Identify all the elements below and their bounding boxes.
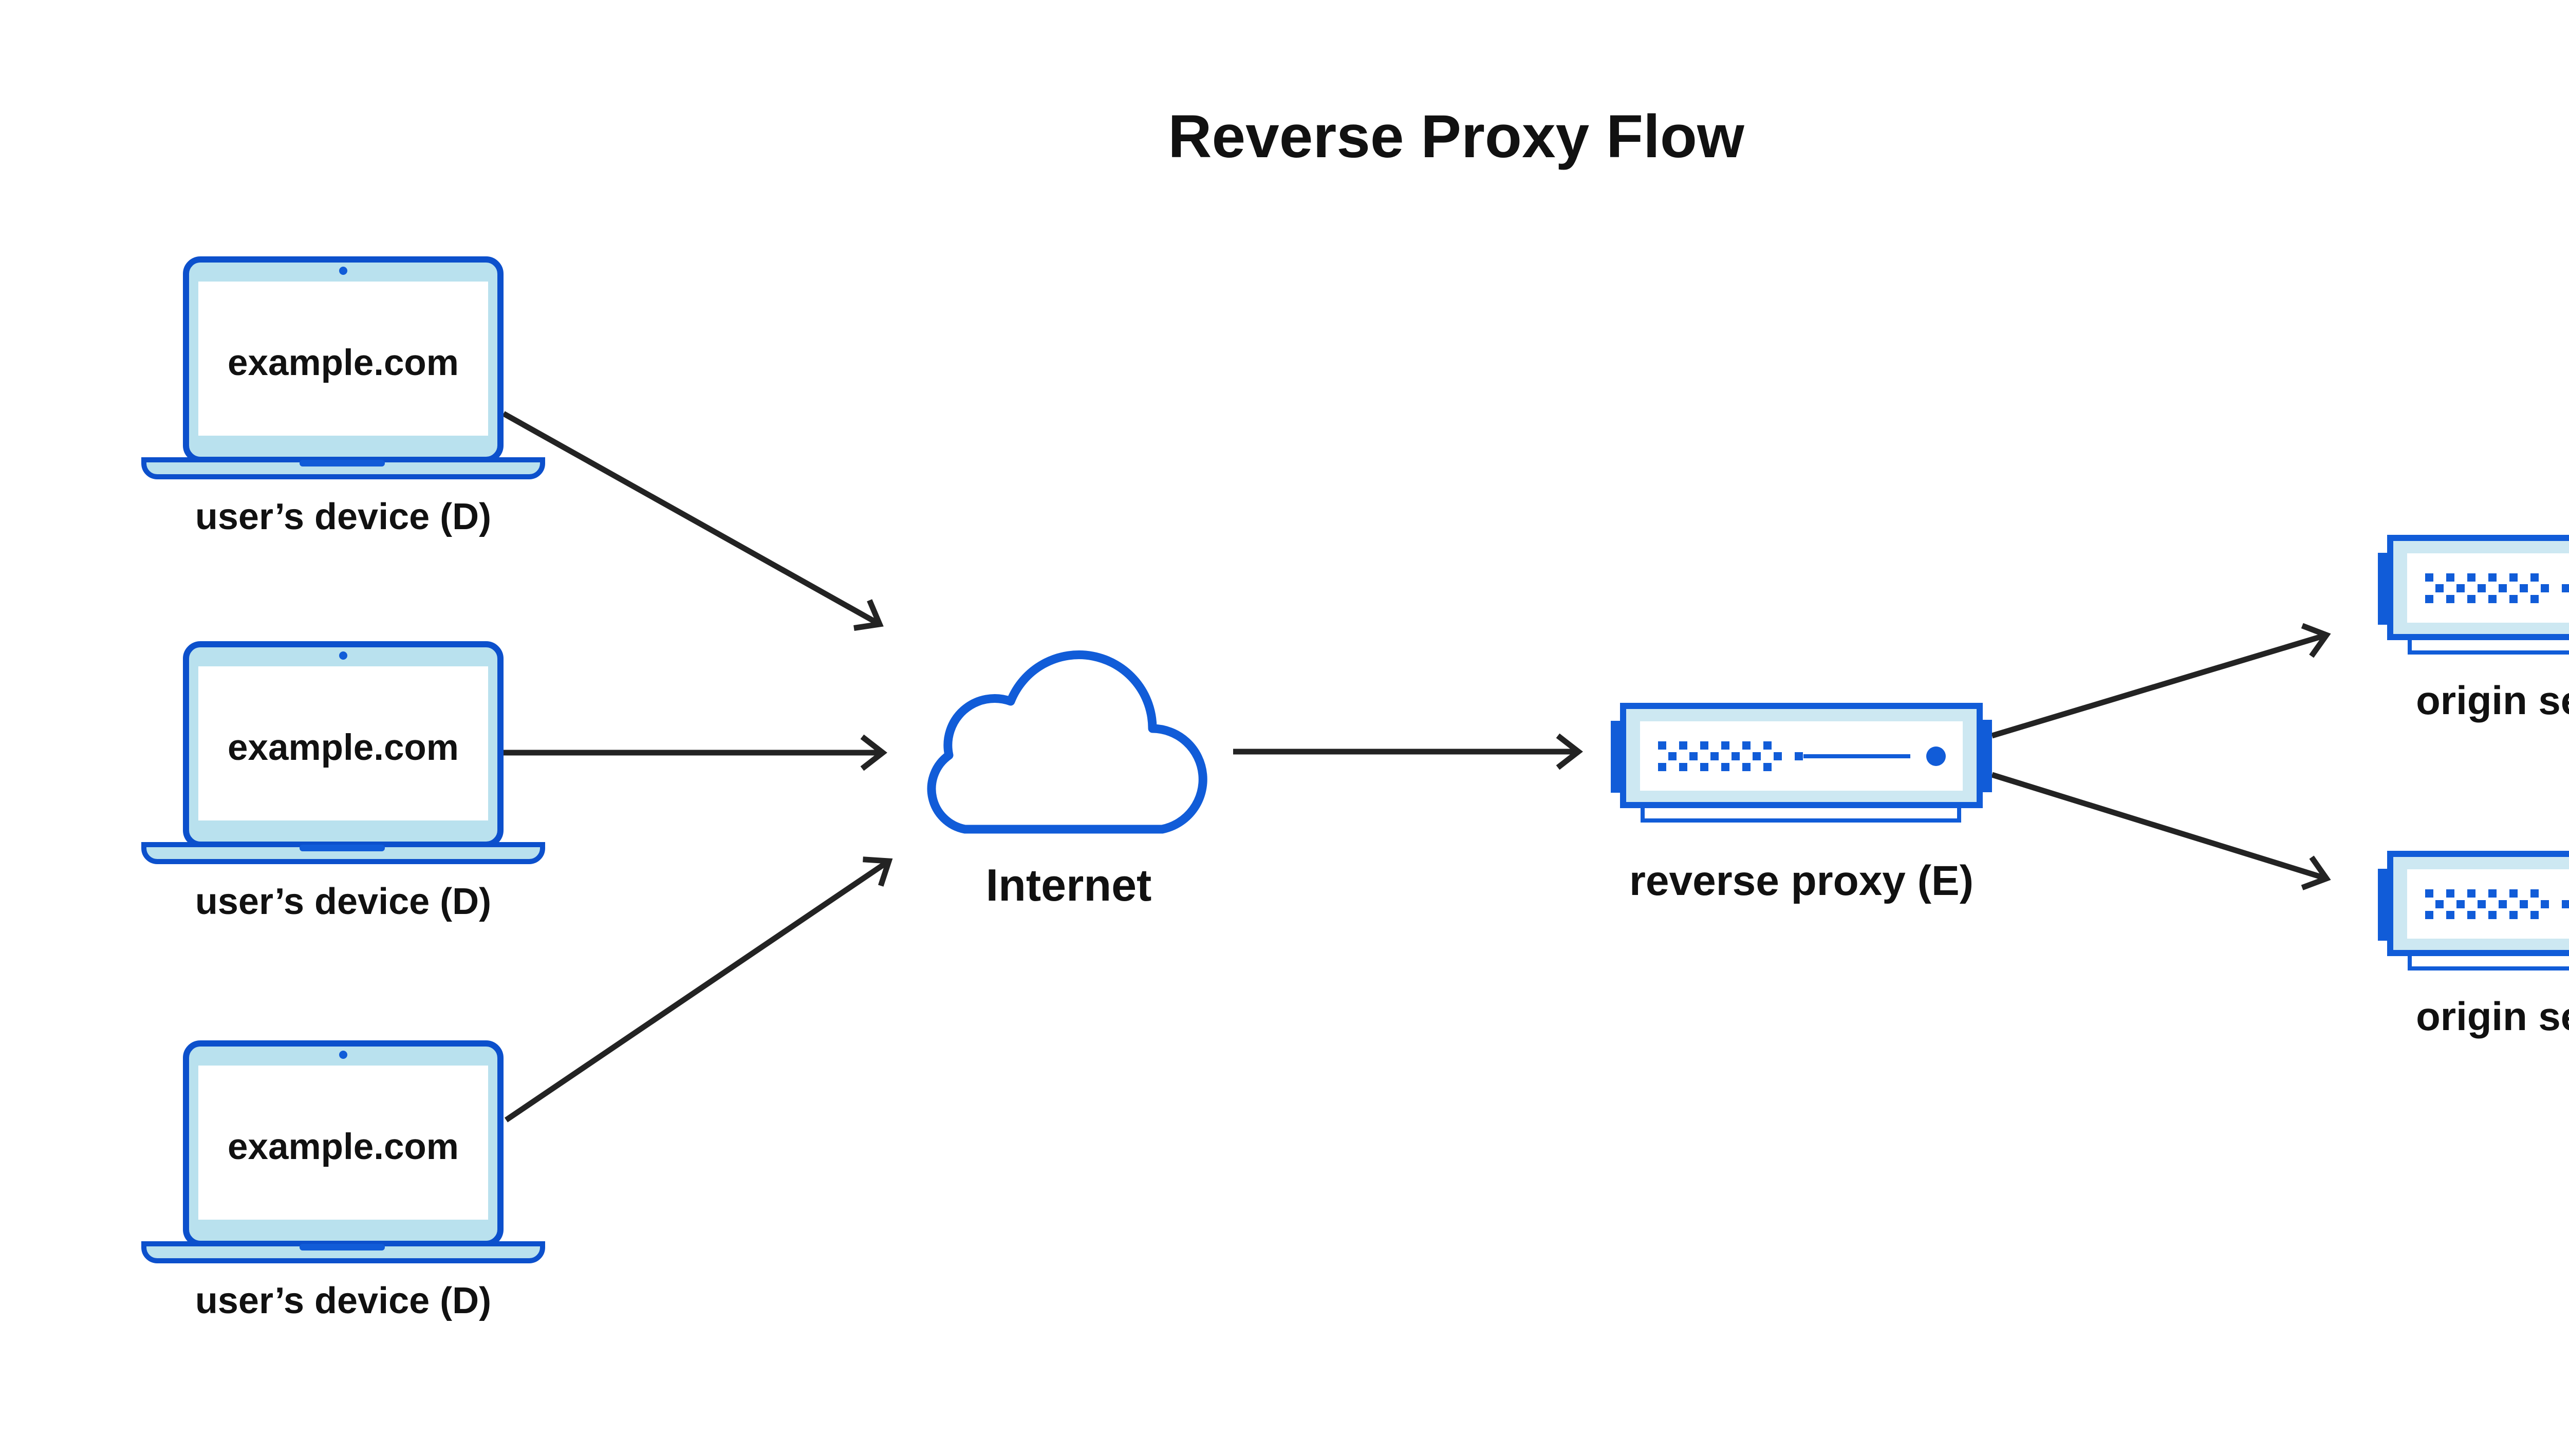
origin-server-1: origin server (F) [2378,538,2569,723]
device-label: user’s device (D) [195,881,491,922]
device-label: user’s device (D) [195,1280,491,1321]
cloud-icon [927,650,1207,834]
origin-server-2: origin server (F) [2378,854,2569,1039]
reverse-proxy-node: reverse proxy (E) [1611,706,1992,904]
device-screen-text: example.com [228,343,459,383]
origin-server-label: origin server (F) [2416,678,2569,723]
arrow-proxy-to-origin1 [1991,623,2331,739]
server-icon [2378,854,2569,968]
arrow-device1-to-internet [502,411,884,631]
internet-node: Internet [927,650,1207,910]
user-device-3: example.com user’s device (D) [144,1043,543,1321]
device-screen-text: example.com [228,1127,459,1167]
server-icon [2378,538,2569,652]
device-label: user’s device (D) [195,496,491,537]
server-icon [1611,706,1992,820]
device-screen-text: example.com [228,727,459,768]
arrow-proxy-to-origin2 [1991,772,2331,890]
page-title: Reverse Proxy Flow [1168,103,1745,171]
internet-label: Internet [986,860,1152,910]
arrow-device3-to-internet [504,856,893,1123]
user-device-1: example.com user’s device (D) [144,259,543,537]
origin-server-label: origin server (F) [2416,994,2569,1039]
flow-arrows [502,411,2331,1123]
reverse-proxy-label: reverse proxy (E) [1629,857,1974,904]
user-device-2: example.com user’s device (D) [144,644,543,922]
